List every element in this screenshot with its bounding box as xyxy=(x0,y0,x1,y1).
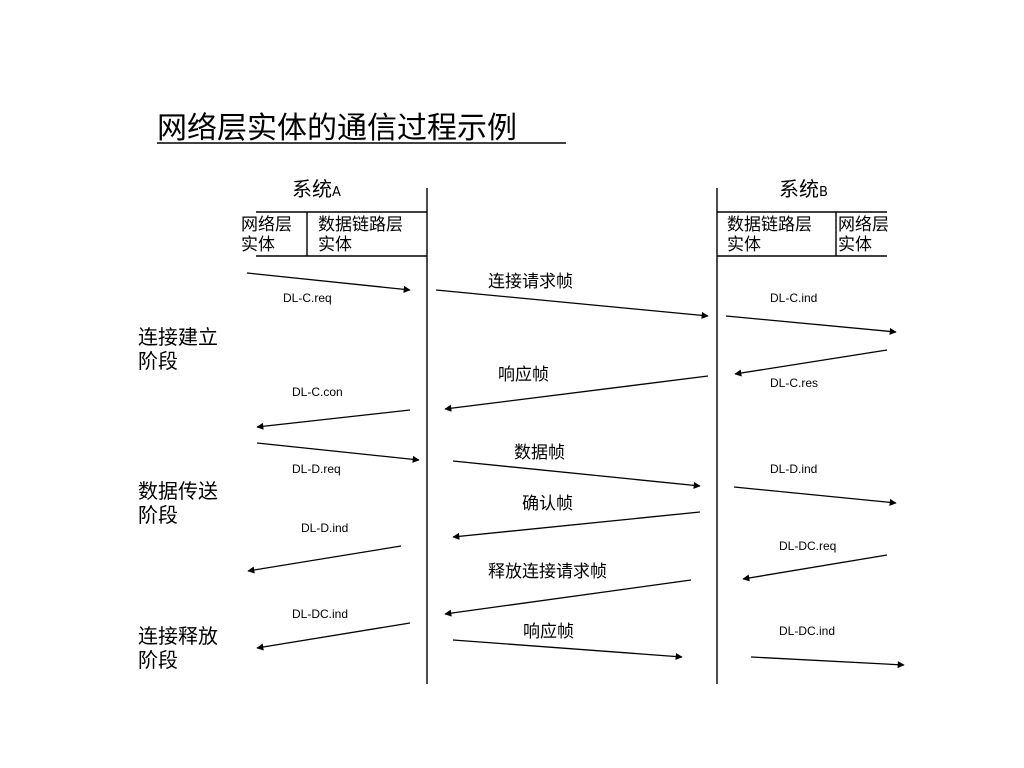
a-network-entity-line2: 实体 xyxy=(241,235,275,255)
arrow-b-dl-c-res xyxy=(734,349,888,377)
phase-release-line1: 连接释放 xyxy=(138,624,218,648)
primitive-a-dl-dc-ind: DL-DC.ind xyxy=(292,607,348,621)
phase-connect-line1: 连接建立 xyxy=(138,325,218,349)
primitive-a-dl-d-req: DL-D.req xyxy=(292,462,341,476)
frame-label-release-request: 释放连接请求帧 xyxy=(488,562,607,582)
arrow-response-frame-2 xyxy=(452,639,683,661)
arrow-b-dl-dc-ind xyxy=(750,656,905,669)
primitive-a-dl-d-ind: DL-D.ind xyxy=(301,521,348,535)
primitive-b-dl-dc-ind: DL-DC.ind xyxy=(779,624,835,638)
arrow-release-request-frame xyxy=(444,579,692,617)
frame-label-response-2: 响应帧 xyxy=(523,622,574,642)
primitive-b-dl-d-ind: DL-D.ind xyxy=(770,462,817,476)
phase-connect-line2: 阶段 xyxy=(138,349,178,373)
arrow-a-dl-c-req xyxy=(246,272,411,293)
frame-label-response-1: 响应帧 xyxy=(498,365,549,385)
arrow-a-dl-d-ind xyxy=(247,545,402,574)
b-datalink-entity-line2: 实体 xyxy=(727,235,761,255)
arrow-b-dl-d-ind xyxy=(733,486,897,506)
arrow-data-frame xyxy=(452,460,701,489)
arrow-conn-request-frame xyxy=(435,289,709,319)
b-datalink-entity-line1: 数据链路层 xyxy=(727,215,812,235)
system-b-label: 系统B xyxy=(779,177,828,201)
a-datalink-entity-line2: 实体 xyxy=(318,235,352,255)
arrow-b-dl-c-ind xyxy=(725,315,897,335)
a-network-entity-line1: 网络层 xyxy=(241,215,292,235)
system-a-label: 系统A xyxy=(292,177,341,201)
arrow-a-dl-c-con xyxy=(256,409,411,430)
b-network-entity-line1: 网络层 xyxy=(838,215,889,235)
frame-label-data: 数据帧 xyxy=(514,443,565,463)
primitive-a-dl-c-req: DL-C.req xyxy=(283,291,332,305)
a-datalink-entity-line1: 数据链路层 xyxy=(318,215,403,235)
primitive-b-dl-dc-req: DL-DC.req xyxy=(779,539,836,553)
arrow-b-dl-dc-req xyxy=(742,554,888,582)
diagram-title: 网络层实体的通信过程示例 xyxy=(157,111,517,146)
primitive-b-dl-c-ind: DL-C.ind xyxy=(770,291,817,305)
b-network-entity-line2: 实体 xyxy=(838,235,872,255)
arrow-a-dl-d-req xyxy=(256,442,420,463)
phase-release-line2: 阶段 xyxy=(138,648,178,672)
frame-label-conn-request: 连接请求帧 xyxy=(488,272,573,292)
arrow-a-dl-dc-ind xyxy=(256,622,411,651)
phase-transfer-line2: 阶段 xyxy=(138,503,178,527)
primitive-b-dl-c-res: DL-C.res xyxy=(770,376,818,390)
phase-transfer-line1: 数据传送 xyxy=(138,479,218,503)
frame-label-ack: 确认帧 xyxy=(522,494,573,514)
primitive-a-dl-c-con: DL-C.con xyxy=(292,385,343,399)
arrow-response-frame-1 xyxy=(444,375,709,412)
arrow-ack-frame xyxy=(452,511,701,540)
